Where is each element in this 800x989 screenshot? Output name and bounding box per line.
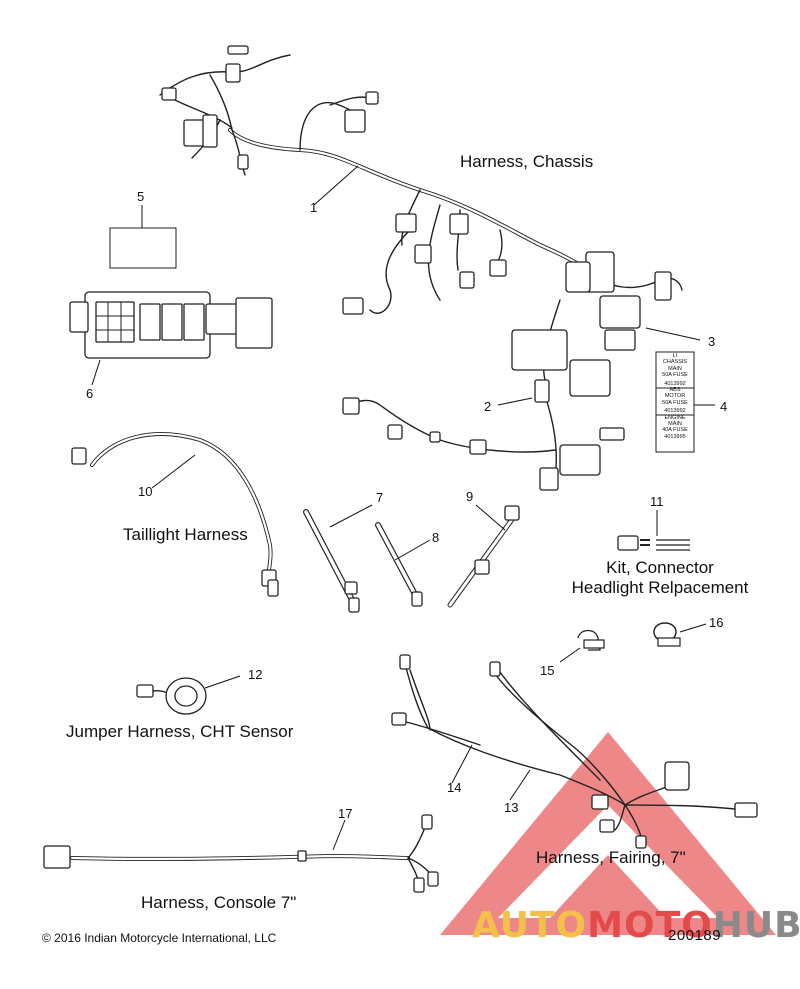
fuse-block2-line3: 50A FUSE [662,399,688,406]
callout-8: 8 [432,530,440,545]
figure-number: 200189 [668,927,722,944]
label-connector-kit-line2: Headlight Relpacement [571,578,749,597]
fuse-code2: 4013992 [664,408,686,415]
fuse-box-art [69,291,273,386]
callout-9: 9 [466,489,474,504]
callout-1: 1 [310,200,318,215]
label-chassis-harness: Harness, Chassis [460,152,594,171]
watermark-moto: MOTO [587,905,713,946]
fuse-block2-line1: ABS [669,387,681,394]
watermark-logo: AUTOMOTOHUB [472,905,800,946]
jumper-harness-art [136,675,241,715]
callout-2: 2 [484,399,492,414]
fuse-block3-line2: MAIN [668,421,682,428]
callout-10: 10 [138,484,153,499]
callout-4: 4 [720,399,728,414]
label-fairing-harness: Harness, Fairing, 7" [536,848,686,867]
chassis-harness [159,45,701,491]
fuse-label-art [655,351,715,453]
fuse-code1: 4013992 [664,380,686,387]
connector-kit-art [617,510,690,551]
callout-12: 12 [248,667,263,682]
label-connector-kit: Kit, Connector Headlight Relpacement [560,558,760,598]
fuse-decal-art [109,205,177,269]
callout-15: 15 [540,663,555,678]
console-harness-art [43,814,439,893]
callout-3: 3 [708,334,716,349]
fuse-block3-line1: ENGINE [664,414,686,421]
callout-6: 6 [86,386,94,401]
fairing-harness-art [391,654,758,849]
watermark-auto: AUTO [472,905,588,946]
callout-7: 7 [376,490,384,505]
callout-11: 11 [650,494,664,509]
cable-ties-art [303,504,520,613]
label-connector-kit-line1: Kit, Connector [606,558,714,577]
fuse-code3: 4013995 [664,433,686,440]
callout-16: 16 [709,615,724,630]
watermark-hub: HUB [712,905,800,946]
fuse-block1-line3: 50A FUSE [662,372,688,379]
label-console-harness: Harness, Console 7" [141,893,297,912]
watermark-triangle [440,732,776,935]
callout-17: 17 [338,806,353,821]
label-taillight-harness: Taillight Harness [123,525,248,544]
fuse-block2-line2: MOTOR [664,393,686,400]
callout-14: 14 [447,780,462,795]
fuse-block1-line1: CHASSIS [662,359,688,366]
fuse-label: LI CHASSIS MAIN 50A FUSE 4013992 ABS MOT… [656,353,694,440]
fuse-block1-line2: MAIN [668,365,682,372]
taillight-harness-art [71,432,279,597]
clamps-art [559,622,707,663]
callout-5: 5 [137,189,145,204]
copyright-text: © 2016 Indian Motorcycle International, … [42,931,277,945]
fuse-label-top-code: LI [672,353,678,359]
fuse-block3-line3: 40A FUSE [662,427,688,434]
callout-13: 13 [504,800,519,815]
label-jumper-harness: Jumper Harness, CHT Sensor [66,722,294,741]
